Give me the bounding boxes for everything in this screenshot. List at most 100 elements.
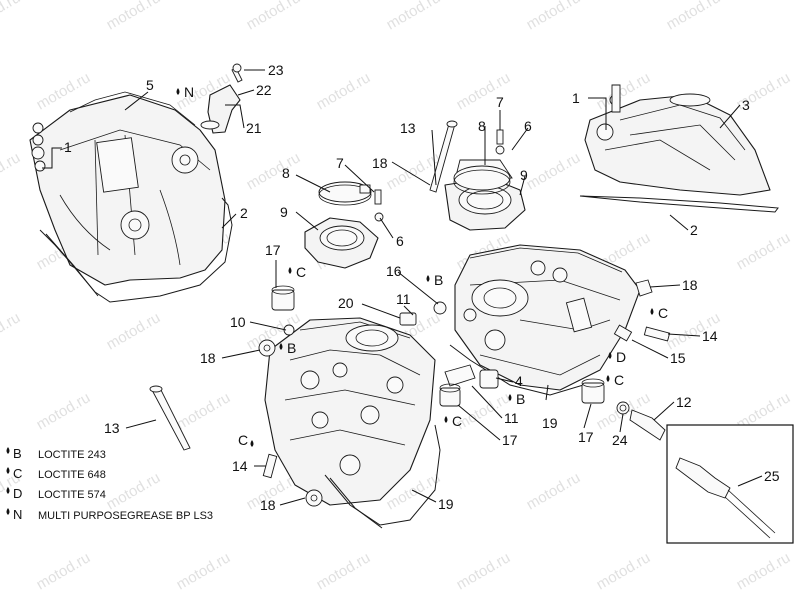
- gasket-19-left: [324, 424, 441, 529]
- washer-24: [616, 401, 630, 415]
- callout-6-left: 6: [396, 233, 404, 249]
- legend-label: LOCTITE 243: [38, 449, 106, 461]
- watermark-text: motod.ru: [174, 389, 234, 433]
- watermark-text: motod.ru: [244, 149, 304, 193]
- bushing-11b: [479, 369, 499, 389]
- drop-icon: [6, 467, 10, 474]
- callout-8-left: 8: [282, 165, 290, 181]
- callout-7-upper: 7: [496, 94, 504, 110]
- callout-B-upper: B: [434, 272, 443, 288]
- legend-label: MULTI PURPOSEGREASE BP LS3: [38, 510, 213, 522]
- callout-2-right: 2: [690, 222, 698, 238]
- hose-clamp-right: [453, 165, 511, 195]
- callout-22: 22: [256, 82, 272, 98]
- watermark-text: motod.ru: [524, 149, 584, 193]
- drop-icon: [508, 394, 512, 401]
- callout-B-left: B: [287, 340, 296, 356]
- callout-9-upper: 9: [520, 167, 528, 183]
- callout-labels: 23 22 21 5 N 1 2 13 7 8 6 9 18 1 3 2 8 7…: [64, 62, 780, 513]
- gasket-19-right: [449, 344, 591, 396]
- plug-11: [399, 312, 417, 326]
- drop-icon: [608, 352, 612, 359]
- callout-14-left: 14: [232, 458, 248, 474]
- watermark-text: motod.ru: [524, 469, 584, 513]
- nut-18-left: [258, 339, 276, 357]
- callout-1-right: 1: [572, 90, 580, 106]
- callout-14-right: 14: [702, 328, 718, 344]
- oil-filler-cap: [200, 63, 243, 134]
- callout-D: D: [616, 349, 626, 365]
- legend: B LOCTITE 243 C LOCTITE 648 D LOCTITE 57…: [6, 446, 213, 522]
- callout-19-left: 19: [438, 496, 454, 512]
- legend-item-D: D LOCTITE 574: [6, 486, 106, 501]
- callout-4: 4: [515, 373, 523, 389]
- bushing-17-upper: [271, 285, 295, 311]
- callout-17-upper: 17: [265, 242, 281, 258]
- temperature-sensor-12: [629, 409, 666, 441]
- legend-label: LOCTITE 648: [38, 469, 106, 481]
- plate-4: [444, 364, 476, 387]
- watermark-text: motod.ru: [0, 0, 23, 33]
- drop-icon: [444, 416, 448, 423]
- drop-icon: [288, 267, 292, 274]
- drop-icon: [6, 508, 10, 515]
- stud-14-left: [262, 453, 278, 479]
- watermark-text: motod.ru: [0, 309, 23, 353]
- washer-16: [433, 301, 447, 315]
- cylinder-head-left: [264, 317, 436, 506]
- callout-N: N: [184, 84, 194, 100]
- legend-code: N: [13, 507, 22, 522]
- callout-8-upper: 8: [478, 118, 486, 134]
- leader-lines: [42, 69, 763, 506]
- callout-18-upper: 18: [372, 155, 388, 171]
- stud-14-right: [643, 326, 671, 342]
- drop-icon: [6, 447, 10, 454]
- callout-C-upper: C: [296, 264, 306, 280]
- drop-icon: [606, 375, 610, 382]
- watermark-text: motod.ru: [314, 69, 374, 113]
- hose-clamp-left: [318, 181, 372, 206]
- callout-16: 16: [386, 263, 402, 279]
- watermark-text: motod.ru: [34, 549, 94, 593]
- valve-cover-gasket-left: [39, 197, 233, 303]
- valve-cover-right: [584, 84, 771, 196]
- callout-11-lower: 11: [504, 410, 519, 426]
- callout-18-left: 18: [200, 350, 216, 366]
- bushing-17-mid: [439, 383, 461, 407]
- fitting-15: [613, 324, 633, 342]
- callout-C-mid-right: C: [614, 372, 624, 388]
- watermark-text: motod.ru: [454, 69, 514, 113]
- callout-3: 3: [742, 97, 750, 113]
- watermark-text: motod.ru: [664, 0, 724, 33]
- stud-bolt-lower: [149, 385, 191, 451]
- callout-15: 15: [670, 350, 686, 366]
- watermark-text: motod.ru: [104, 469, 164, 513]
- legend-label: LOCTITE 574: [38, 489, 106, 501]
- callout-B-mid: B: [516, 391, 525, 407]
- watermark-text: motod.ru: [524, 0, 584, 33]
- watermark-text: motod.ru: [454, 549, 514, 593]
- callout-23: 23: [268, 62, 284, 78]
- watermark-text: motod.ru: [734, 549, 794, 593]
- watermark-text: motod.ru: [0, 149, 23, 193]
- drop-icon: [426, 275, 430, 282]
- drop-icon: [650, 308, 654, 315]
- callout-C-right: C: [658, 305, 668, 321]
- callout-19-right: 19: [542, 415, 558, 431]
- drop-icon: [279, 343, 283, 350]
- watermark-text: motod.ru: [104, 309, 164, 353]
- legend-item-N: N MULTI PURPOSEGREASE BP LS3: [6, 507, 213, 522]
- drop-icon: [250, 440, 254, 447]
- valve-cover-left: [29, 91, 226, 286]
- callout-2-left: 2: [240, 205, 248, 221]
- legend-item-B: B LOCTITE 243: [6, 446, 106, 461]
- callout-17-mid: 17: [502, 432, 518, 448]
- callout-24: 24: [612, 432, 628, 448]
- watermark-text: motod.ru: [104, 0, 164, 33]
- callout-9-left: 9: [280, 204, 288, 220]
- callout-C-mid: C: [452, 413, 462, 429]
- legend-item-C: C LOCTITE 648: [6, 466, 106, 481]
- legend-code: B: [13, 446, 22, 461]
- valve-cover-gasket-right: [579, 195, 779, 213]
